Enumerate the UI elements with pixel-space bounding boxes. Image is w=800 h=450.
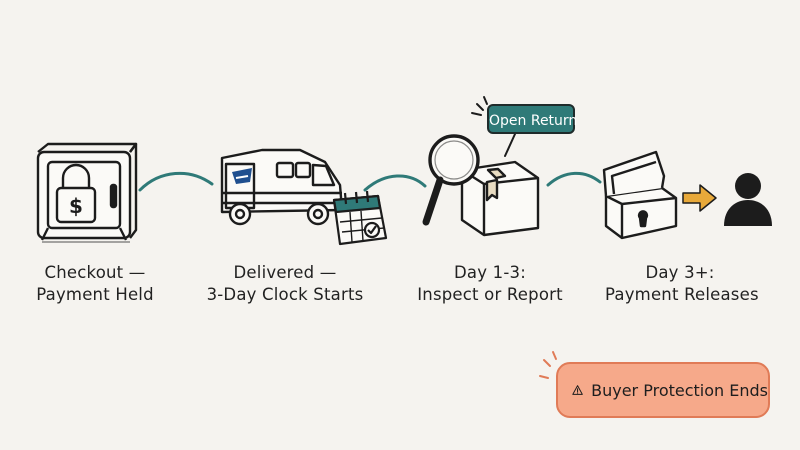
step-1-line-2: Payment Held (36, 285, 154, 304)
step-label-checkout: Checkout — Payment Held (20, 262, 170, 306)
connector-2-3 (363, 174, 427, 192)
step-label-inspect: Day 1-3: Inspect or Report (405, 262, 575, 306)
step-1-line-1: Checkout — (44, 263, 146, 282)
connector-3-4 (546, 171, 602, 187)
step-2-line-1: Delivered — (233, 263, 337, 282)
step-label-delivered: Delivered — 3-Day Clock Starts (190, 262, 380, 306)
connector-1-2 (138, 171, 214, 192)
calendar-icon (332, 190, 388, 246)
warning-rays (539, 351, 557, 379)
person-icon (724, 173, 772, 226)
step-4-line-1: Day 3+: (645, 263, 715, 282)
delivery-truck-icon (220, 148, 344, 226)
buyer-protection-warning: Buyer Protection Ends (556, 362, 770, 418)
callout-pointer (471, 96, 516, 157)
step-4-line-2: Payment Releases (605, 285, 759, 304)
magnifier-box-icon (422, 134, 540, 237)
safe-icon: $ (36, 142, 138, 243)
step-2-line-2: 3-Day Clock Starts (206, 285, 364, 304)
open-return-callout: Open Return (487, 104, 577, 134)
step-label-release: Day 3+: Payment Releases (605, 262, 759, 306)
step-3-line-1: Day 1-3: (454, 263, 526, 282)
arrow-right-icon (682, 184, 717, 212)
svg-text:$: $ (69, 194, 83, 218)
step-3-line-2: Inspect or Report (417, 285, 563, 304)
warning-icon (572, 385, 583, 395)
warning-label: Buyer Protection Ends (591, 380, 768, 400)
open-box-icon (602, 150, 678, 240)
